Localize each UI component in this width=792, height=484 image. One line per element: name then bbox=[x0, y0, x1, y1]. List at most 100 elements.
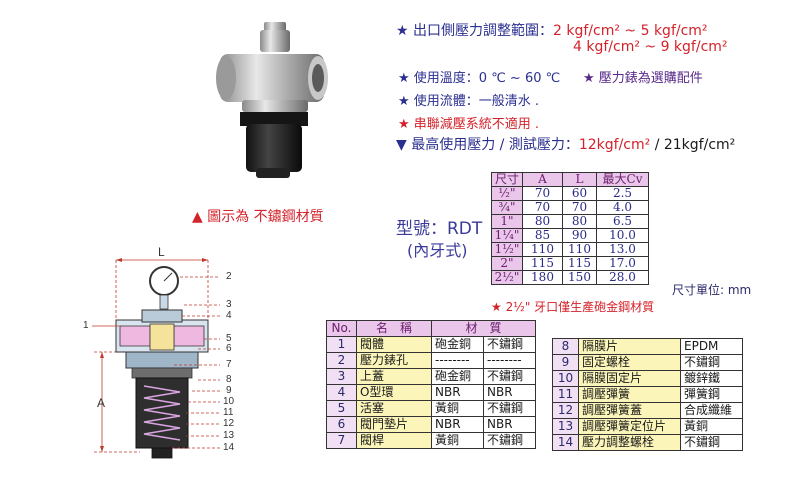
dim-l: 70 bbox=[562, 200, 597, 215]
dim-cv: 4.0 bbox=[596, 200, 649, 215]
table-row: 1½" 110 110 13.0 bbox=[491, 242, 649, 257]
part-material-a: 黃銅 bbox=[431, 432, 484, 449]
dim-a: 180 bbox=[522, 270, 563, 285]
part-no: 9 bbox=[552, 354, 579, 371]
fluid-spec: ★ 使用流體：一般清水 . bbox=[398, 94, 540, 109]
dim-a: 80 bbox=[522, 214, 563, 229]
dim-header: 尺寸 bbox=[491, 172, 523, 187]
callout-1: 1 bbox=[83, 320, 89, 331]
dim-size: ½" bbox=[491, 186, 523, 201]
parts-header: 名 稱 bbox=[356, 320, 432, 337]
part-material-b: 不鏽鋼 bbox=[483, 432, 536, 449]
dim-l: 150 bbox=[562, 270, 597, 285]
dim-cv: 17.0 bbox=[596, 256, 649, 271]
max-pressure-label: ▼ 最高使用壓力 / 測試壓力： bbox=[396, 137, 579, 153]
table-row: 6 閥門墊片 NBR NBR bbox=[326, 416, 536, 433]
dim-size: 2" bbox=[491, 256, 523, 271]
dim-size: 1" bbox=[491, 214, 523, 229]
dim-cv: 10.0 bbox=[596, 228, 649, 243]
part-material-a: NBR bbox=[431, 384, 484, 401]
max-pressure-value: 12kgf/cm² bbox=[578, 137, 651, 153]
part-no: 1 bbox=[326, 336, 357, 353]
table-row: 2½" 180 150 28.0 bbox=[491, 270, 649, 285]
part-name: 調壓彈簧 bbox=[578, 386, 681, 403]
table-row: 5 活塞 黃銅 不鏽鋼 bbox=[326, 400, 536, 417]
table-row: 14 壓力調整螺栓 不鏽鋼 bbox=[552, 434, 743, 451]
part-material-a: 砲金銅 bbox=[431, 336, 484, 353]
dim-l: 115 bbox=[562, 256, 597, 271]
dim-size: 1¼" bbox=[491, 228, 523, 243]
dim-a: 70 bbox=[522, 186, 563, 201]
part-name: 活塞 bbox=[356, 400, 432, 417]
part-no: 14 bbox=[552, 434, 579, 451]
cross-section-drawing bbox=[92, 258, 220, 459]
callout-13: 13 bbox=[223, 430, 235, 441]
part-name: 閥桿 bbox=[356, 432, 432, 449]
part-no: 11 bbox=[552, 386, 579, 403]
series-note: ★ 串聯減壓系統不適用 . bbox=[398, 117, 540, 132]
callout-9: 9 bbox=[226, 385, 232, 396]
part-no: 5 bbox=[326, 400, 357, 417]
table-row: 4 O型環 NBR NBR bbox=[326, 384, 536, 401]
part-name: 壓力調整螺栓 bbox=[578, 434, 681, 451]
part-material: EPDM bbox=[680, 338, 743, 355]
dim-unit: 尺寸單位: mm bbox=[672, 283, 752, 297]
dim-header: L bbox=[562, 172, 597, 187]
table-row: 7 閥桿 黃銅 不鏽鋼 bbox=[326, 432, 536, 449]
dim-a: 115 bbox=[522, 256, 563, 271]
dim-a: 110 bbox=[522, 242, 563, 257]
dim-l: 110 bbox=[562, 242, 597, 257]
parts-table-right: 8 隔膜片 EPDM 9 固定螺栓 不鏽鋼 10 隔膜固定片 鍍鋅鐵 11 調壓… bbox=[552, 338, 743, 451]
callout-14: 14 bbox=[223, 442, 235, 453]
part-material-b: -------- bbox=[483, 352, 536, 369]
table-row: 9 固定螺栓 不鏽鋼 bbox=[552, 354, 743, 371]
gauge-note: ★ 壓力錶為選購配件 bbox=[583, 71, 703, 86]
part-name: 閥門墊片 bbox=[356, 416, 432, 433]
dim-note: ★ 2½" 牙口僅生產砲金鋼材質 bbox=[491, 300, 655, 314]
dim-cv: 6.5 bbox=[596, 214, 649, 229]
dim-l: 80 bbox=[562, 214, 597, 229]
part-material: 不鏽鋼 bbox=[680, 434, 743, 451]
dim-size: 1½" bbox=[491, 242, 523, 257]
callout-12: 12 bbox=[223, 418, 235, 429]
table-row: 1 閥體 砲金銅 不鏽鋼 bbox=[326, 336, 536, 353]
part-material-a: -------- bbox=[431, 352, 484, 369]
dim-a: 85 bbox=[522, 228, 563, 243]
range-value-1: 2 kgf/cm² ~ 5 kgf/cm² bbox=[553, 23, 708, 39]
dim-l: 90 bbox=[562, 228, 597, 243]
callout-3: 3 bbox=[226, 299, 232, 310]
callout-5: 5 bbox=[226, 333, 232, 344]
valve-photo bbox=[216, 22, 328, 178]
part-material: 黃銅 bbox=[680, 418, 743, 435]
part-name: 壓力錶孔 bbox=[356, 352, 432, 369]
part-material: 合成纖維 bbox=[680, 402, 743, 419]
part-material-a: 砲金銅 bbox=[431, 368, 484, 385]
table-row: 3 上蓋 砲金銅 不鏽鋼 bbox=[326, 368, 536, 385]
table-row: ½" 70 60 2.5 bbox=[491, 186, 649, 201]
part-no: 8 bbox=[552, 338, 579, 355]
parts-header: No. bbox=[326, 320, 357, 337]
table-row: 8 隔膜片 EPDM bbox=[552, 338, 743, 355]
part-name: 隔膜固定片 bbox=[578, 370, 681, 387]
part-no: 13 bbox=[552, 418, 579, 435]
part-material: 鍍鋅鐵 bbox=[680, 370, 743, 387]
table-row: 2 壓力錶孔 -------- -------- bbox=[326, 352, 536, 369]
dim-a: 70 bbox=[522, 200, 563, 215]
table-row: 13 調壓彈簧定位片 黃銅 bbox=[552, 418, 743, 435]
dim-l-label: L bbox=[158, 245, 165, 259]
dim-size: ¾" bbox=[491, 200, 523, 215]
part-no: 3 bbox=[326, 368, 357, 385]
table-row: 12 調壓彈簧蓋 合成纖維 bbox=[552, 402, 743, 419]
table-row: 1" 80 80 6.5 bbox=[491, 214, 649, 229]
table-row: 2" 115 115 17.0 bbox=[491, 256, 649, 271]
part-name: 調壓彈簧定位片 bbox=[578, 418, 681, 435]
temp-spec: ★ 使用溫度：0 ℃ ~ 60 ℃ bbox=[398, 71, 561, 86]
parts-header: 材 質 bbox=[431, 320, 536, 337]
dim-header: A bbox=[522, 172, 563, 187]
part-name: 閥體 bbox=[356, 336, 432, 353]
part-material-b: 不鏽鋼 bbox=[483, 368, 536, 385]
callout-8: 8 bbox=[226, 374, 232, 385]
model-type: (內牙式) bbox=[407, 241, 468, 260]
table-row: 11 調壓彈簧 彈簧鋼 bbox=[552, 386, 743, 403]
dimension-table: 尺寸 A L 最大Cv ½" 70 60 2.5 ¾" 70 70 4.0 1"… bbox=[491, 172, 649, 285]
